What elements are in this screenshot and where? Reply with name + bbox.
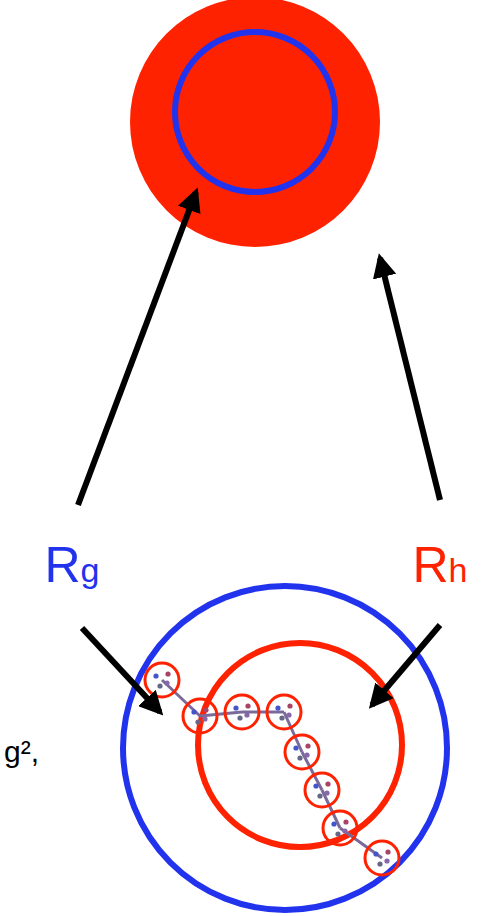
hydrodynamic-circle [198,643,402,847]
radius-symbol: Rg [44,540,99,590]
molecule-chain [145,663,399,875]
radius-symbol: Rh [412,540,467,590]
gyration-circle [123,586,447,910]
formula-fragment: g², [4,737,39,767]
arrow [380,258,440,500]
hydrodynamic-sphere [130,0,380,247]
arrow [82,628,160,712]
gyration-ring [175,32,335,192]
arrow [78,192,196,505]
arrow [372,625,440,705]
